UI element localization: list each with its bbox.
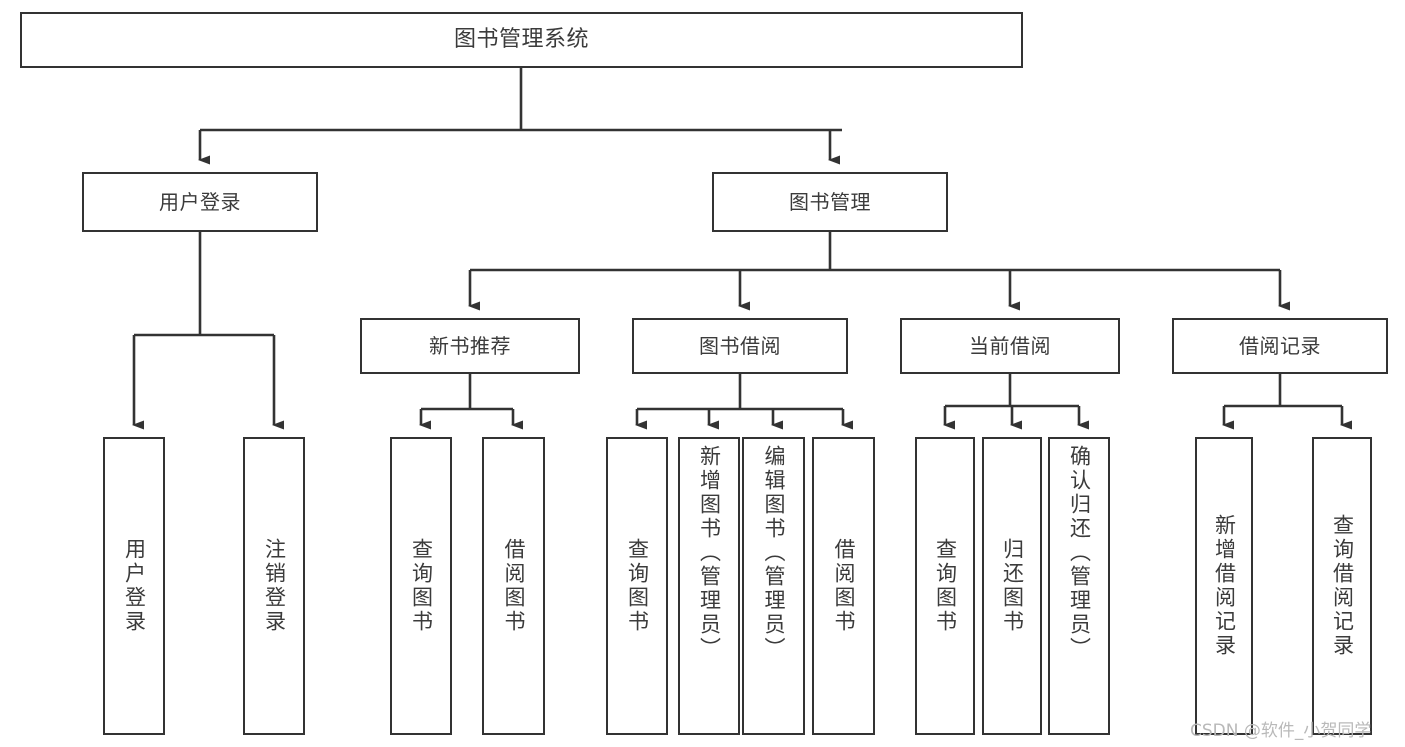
leaf-current-confirm-return-admin[interactable]: 确认归还（管理员） bbox=[1048, 437, 1110, 735]
leaf-borrowing-edit-book-admin[interactable]: 编辑图书（管理员） bbox=[742, 437, 805, 735]
leaf-user-login-label: 用户登录 bbox=[122, 538, 147, 634]
node-user-login-label: 用户登录 bbox=[159, 189, 241, 214]
leaf-borrowing-add-book-admin[interactable]: 新增图书（管理员） bbox=[678, 437, 740, 735]
node-current-borrowing-label: 当前借阅 bbox=[969, 333, 1051, 358]
node-book-borrowing[interactable]: 图书借阅 bbox=[632, 318, 848, 374]
node-borrowing-record[interactable]: 借阅记录 bbox=[1172, 318, 1388, 374]
leaf-borrowing-edit-book-admin-label: 编辑图书（管理员） bbox=[762, 445, 786, 661]
leaf-record-query-borrow-record-label: 查询借阅记录 bbox=[1330, 514, 1355, 658]
node-book-borrowing-label: 图书借阅 bbox=[699, 333, 781, 358]
node-borrowing-record-label: 借阅记录 bbox=[1239, 333, 1321, 358]
leaf-record-add-borrow-record-label: 新增借阅记录 bbox=[1212, 514, 1237, 658]
node-root-label: 图书管理系统 bbox=[453, 26, 589, 52]
leaf-user-logout[interactable]: 注销登录 bbox=[243, 437, 305, 735]
leaf-current-confirm-return-admin-label: 确认归还（管理员） bbox=[1067, 445, 1092, 661]
leaf-borrowing-add-book-admin-label: 新增图书（管理员） bbox=[697, 445, 722, 661]
node-new-book-recommendation[interactable]: 新书推荐 bbox=[360, 318, 580, 374]
leaf-user-login[interactable]: 用户登录 bbox=[103, 437, 165, 735]
leaf-borrowing-query-book[interactable]: 查询图书 bbox=[606, 437, 668, 735]
node-book-management-label: 图书管理 bbox=[789, 189, 871, 214]
leaf-record-add-borrow-record[interactable]: 新增借阅记录 bbox=[1195, 437, 1253, 735]
leaf-borrowing-query-book-label: 查询图书 bbox=[625, 538, 650, 634]
leaf-recommendation-borrow-book[interactable]: 借阅图书 bbox=[482, 437, 545, 735]
leaf-current-query-book[interactable]: 查询图书 bbox=[915, 437, 975, 735]
leaf-recommendation-query-book-label: 查询图书 bbox=[409, 538, 434, 634]
leaf-recommendation-borrow-book-label: 借阅图书 bbox=[502, 538, 526, 634]
leaf-record-query-borrow-record[interactable]: 查询借阅记录 bbox=[1312, 437, 1372, 735]
leaf-current-return-book-label: 归还图书 bbox=[1000, 538, 1025, 634]
leaf-recommendation-query-book[interactable]: 查询图书 bbox=[390, 437, 452, 735]
node-current-borrowing[interactable]: 当前借阅 bbox=[900, 318, 1120, 374]
csdn-watermark: CSDN @软件_小贺同学 bbox=[1190, 721, 1372, 741]
leaf-current-query-book-label: 查询图书 bbox=[933, 538, 958, 634]
node-new-book-recommendation-label: 新书推荐 bbox=[429, 333, 511, 358]
leaf-borrowing-borrow-book-label: 借阅图书 bbox=[832, 538, 856, 634]
leaf-current-return-book[interactable]: 归还图书 bbox=[982, 437, 1042, 735]
node-user-login[interactable]: 用户登录 bbox=[82, 172, 318, 232]
leaf-user-logout-label: 注销登录 bbox=[262, 538, 287, 634]
node-root[interactable]: 图书管理系统 bbox=[20, 12, 1023, 68]
node-book-management[interactable]: 图书管理 bbox=[712, 172, 948, 232]
leaf-borrowing-borrow-book[interactable]: 借阅图书 bbox=[812, 437, 875, 735]
